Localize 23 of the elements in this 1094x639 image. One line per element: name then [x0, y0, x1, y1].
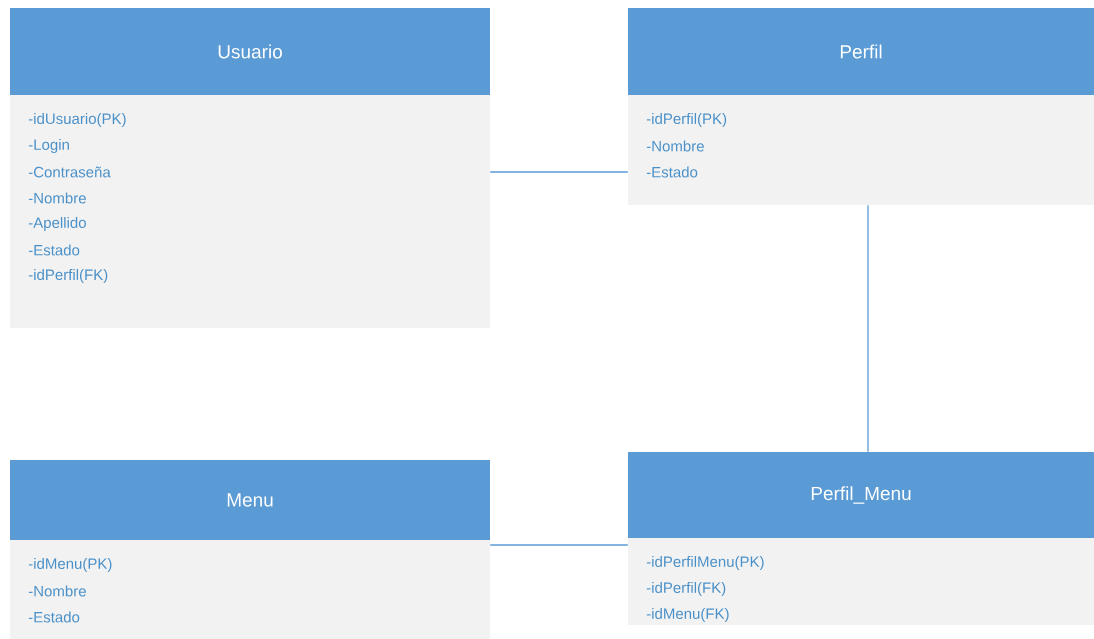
connector-line [867, 204, 869, 453]
attribute-text: -idMenu(FK) [646, 608, 729, 622]
attribute-text: -idPerfil(FK) [28, 269, 108, 283]
class-name: Usuario [218, 44, 282, 59]
attribute-text: -idMenu(PK) [28, 558, 112, 572]
class-name: Menu [227, 493, 273, 507]
connector-line [489, 171, 629, 173]
attribute-text: -Estado [28, 244, 80, 256]
class-name: Perfil_Menu [811, 486, 911, 504]
attribute-text: -Apellido [28, 217, 86, 231]
attribute-text: -Estado [28, 611, 80, 623]
attribute-text: -Estado [646, 166, 698, 178]
class-name: Perfil [840, 44, 882, 59]
attribute-text: -idPerfil(PK) [646, 113, 727, 127]
connector-line [489, 544, 629, 546]
attribute-text: -Contraseña [28, 166, 111, 178]
attribute-text: -Nombre [646, 140, 704, 152]
attribute-text: -idPerfil(FK) [646, 582, 726, 596]
attribute-text: -Nombre [28, 192, 86, 204]
attribute-text: -Nombre [28, 585, 86, 597]
attribute-text: -Login [28, 139, 69, 153]
attribute-text: -idUsuario(PK) [28, 113, 126, 127]
attribute-text: -idPerfilMenu(PK) [646, 556, 764, 570]
